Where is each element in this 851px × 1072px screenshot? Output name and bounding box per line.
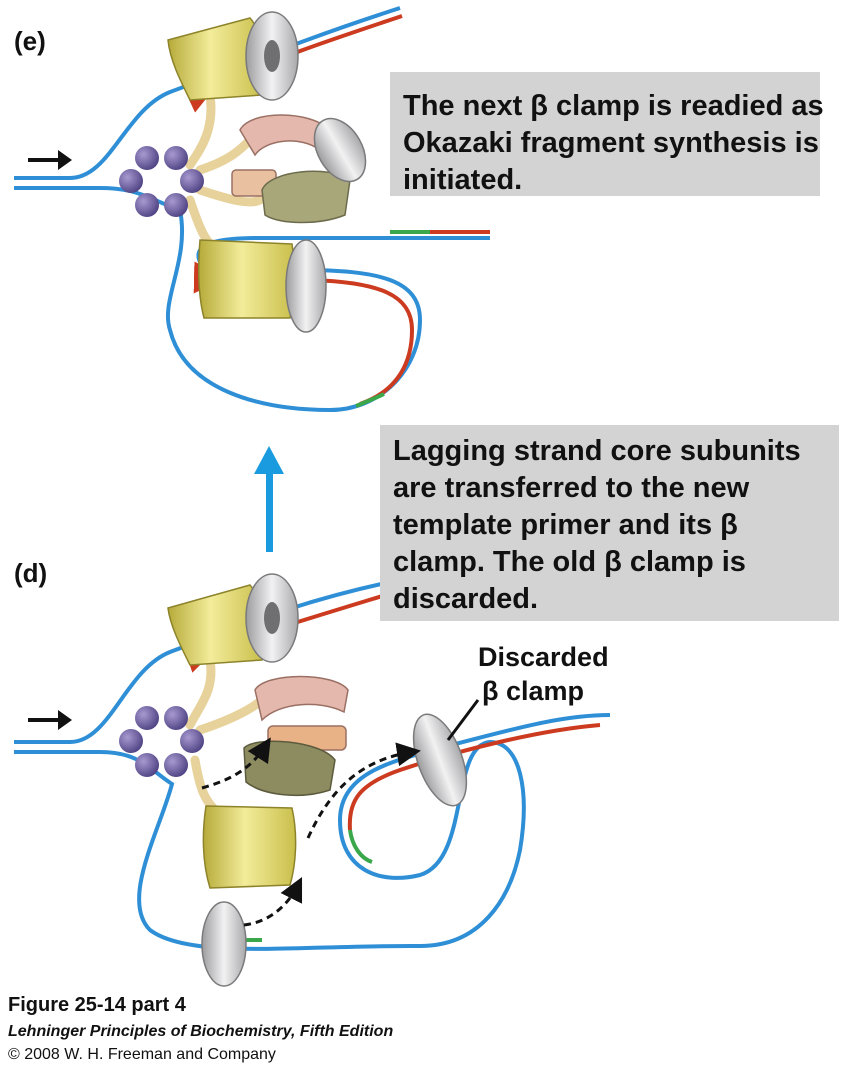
rna-primer [348, 829, 373, 864]
book-title: Lehninger Principles of Biochemistry, Fi… [8, 1023, 394, 1040]
caption-line: The next β clamp is readied as [403, 90, 824, 122]
dnab-helicase [119, 146, 204, 217]
caption-line: clamp. The old β clamp is [393, 546, 746, 578]
caption-line: Okazaki fragment synthesis is [403, 127, 819, 159]
copyright: © 2008 W. H. Freeman and Company [8, 1046, 276, 1063]
beta-clamp [285, 239, 327, 333]
movement-arrow [243, 876, 303, 927]
caption-line: template primer and its β [393, 509, 738, 541]
caption-panel-d: Lagging strand core subunits are transfe… [380, 425, 839, 621]
lagging-core-polymerase [202, 805, 297, 889]
figure-number: Figure 25-14 part 4 [8, 994, 186, 1016]
movement-arrow [306, 742, 421, 839]
fork-direction-arrow [28, 150, 72, 170]
panel-label-e: (e) [14, 26, 46, 56]
parental-dna-strand [14, 713, 611, 951]
discarded-beta-clamp [412, 713, 468, 807]
beta-clamp-hole [264, 40, 280, 72]
parental-dna-strand [14, 6, 401, 180]
rna-primer [355, 392, 385, 408]
discarded-clamp-callout: Discarded β clamp [478, 640, 609, 708]
fork-direction-arrow [28, 710, 72, 730]
new-beta-clamp [201, 901, 247, 987]
caption-line: Lagging strand core subunits [393, 435, 801, 467]
lagging-core-polymerase [198, 239, 295, 319]
transition-arrow [254, 446, 284, 552]
clamp-loader-delta-prime [254, 675, 349, 722]
caption-line: discarded. [393, 583, 539, 615]
caption-line: are transferred to the new [393, 472, 750, 504]
beta-clamp-hole [264, 602, 280, 634]
panel-label-d: (d) [14, 558, 48, 588]
parental-dna-strand [14, 578, 401, 744]
beta-clamp-readied [313, 117, 367, 183]
caption-panel-e: The next β clamp is readied as Okazaki f… [390, 72, 824, 196]
dnab-helicase [119, 706, 204, 777]
clamp-loader-delta [261, 170, 351, 224]
panel-e-diagram [14, 6, 490, 413]
callout-leader-line [446, 699, 480, 741]
caption-line: initiated. [403, 164, 523, 196]
callout-line: Discarded [478, 642, 609, 672]
callout-line: β clamp [482, 676, 585, 706]
okazaki-fragment [193, 261, 415, 406]
movement-arrow [201, 737, 271, 790]
panel-d-diagram [14, 573, 611, 987]
tau-linker [185, 90, 265, 255]
clamp-loader-delta [243, 740, 336, 796]
